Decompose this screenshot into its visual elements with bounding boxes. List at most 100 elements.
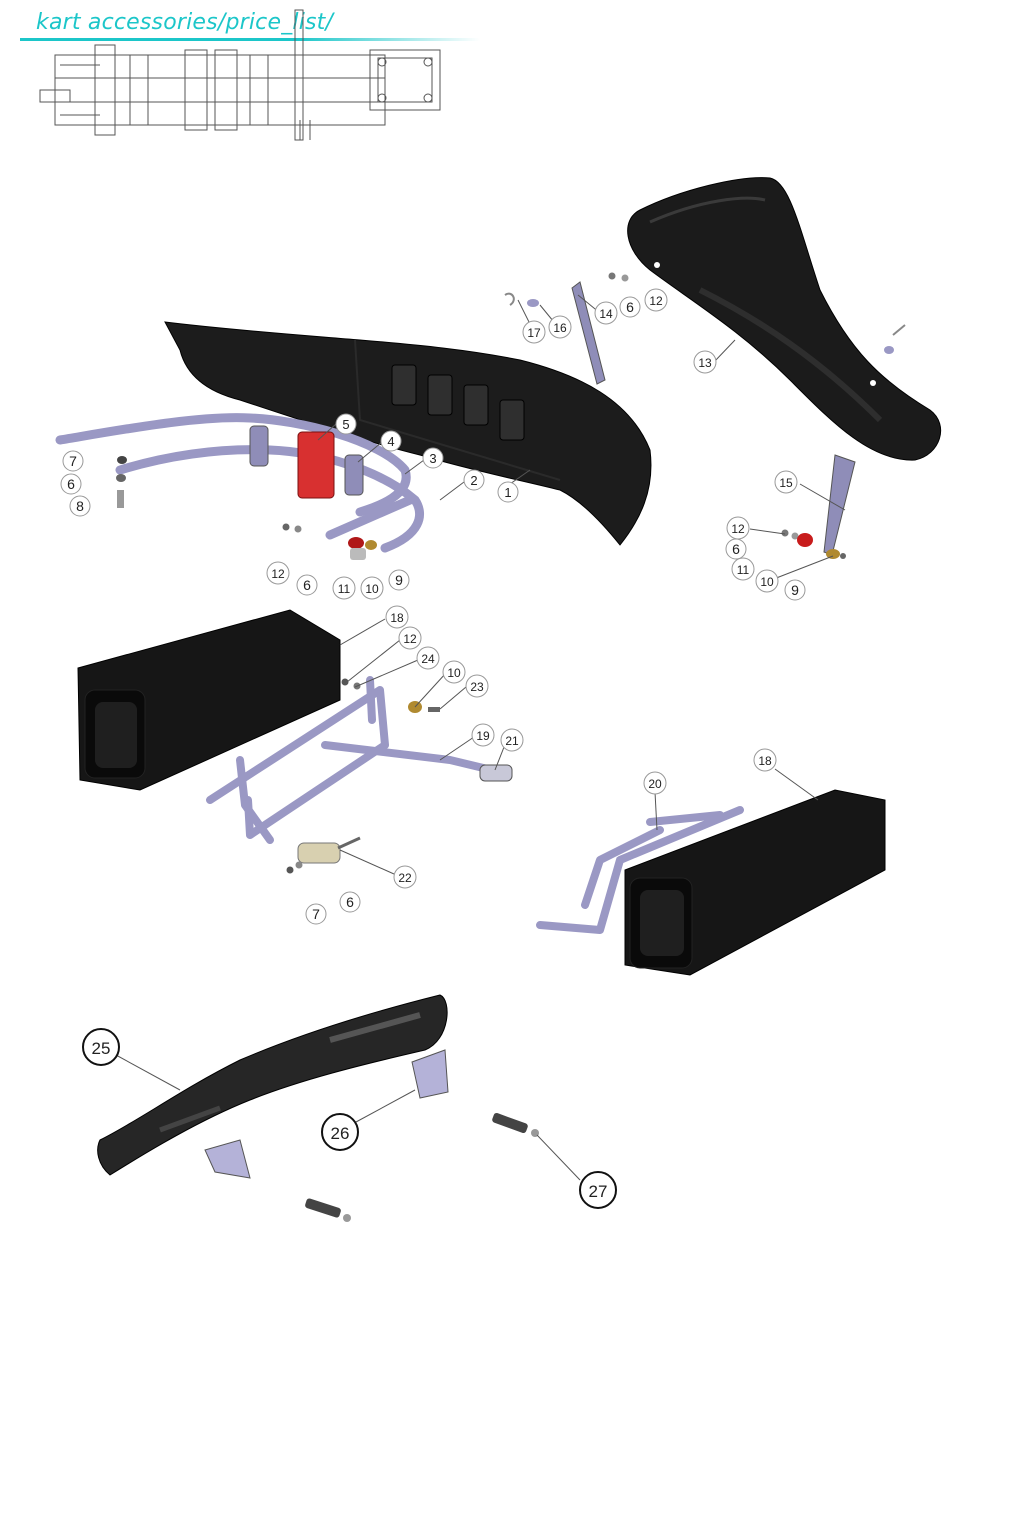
- svg-text:9: 9: [395, 572, 403, 588]
- part-5-red-clamp: [297, 431, 335, 499]
- callout-6-rear-left: 6: [339, 891, 361, 913]
- callout-10-front: 10: [360, 576, 384, 600]
- axle-schematic-drawing: [39, 9, 441, 141]
- callout-9-rear-side: 9: [784, 579, 806, 601]
- callout-14: 14: [594, 301, 618, 325]
- callout-12-rear-left: 12: [398, 626, 422, 650]
- callout-2: 2: [463, 469, 485, 491]
- svg-text:26: 26: [331, 1124, 350, 1143]
- svg-text:25: 25: [92, 1039, 111, 1058]
- svg-text:8: 8: [76, 498, 84, 514]
- svg-text:6: 6: [626, 299, 634, 315]
- svg-text:2: 2: [470, 473, 477, 488]
- callout-9-front: 9: [388, 569, 410, 591]
- small-hardware-front: [116, 456, 377, 560]
- part-1-front-spoiler: [164, 321, 652, 546]
- callout-12-rear-side: 12: [726, 516, 750, 540]
- header-underline: [20, 38, 480, 41]
- callout-6-rear-side: 6: [725, 538, 747, 560]
- callout-10-rear-left: 10: [442, 660, 466, 684]
- callout-24: 24: [416, 646, 440, 670]
- svg-text:11: 11: [737, 563, 750, 577]
- svg-text:12: 12: [271, 567, 285, 581]
- parts-14-17-bracket-set: [504, 272, 906, 385]
- svg-text:6: 6: [732, 541, 740, 557]
- part-20-rear-frame-right: [536, 806, 744, 934]
- callout-layer: 1 2 3 4 5 7 6 8 12 6 11 10 9 17 16 14 6 …: [60, 288, 806, 1209]
- svg-text:18: 18: [390, 611, 404, 625]
- callout-7-front: 7: [62, 450, 84, 472]
- callout-25: 25: [82, 1028, 120, 1066]
- callout-20: 20: [643, 771, 667, 795]
- svg-text:5: 5: [342, 417, 349, 432]
- svg-text:12: 12: [649, 294, 663, 308]
- svg-text:14: 14: [599, 307, 613, 321]
- part-26-brackets: [204, 1049, 449, 1179]
- part-27-bolts: [305, 1112, 539, 1222]
- callout-6-front: 6: [60, 473, 82, 495]
- callout-21: 21: [500, 728, 524, 752]
- callout-10-rear-side: 10: [755, 569, 779, 593]
- callout-27: 27: [579, 1171, 617, 1209]
- svg-text:10: 10: [365, 582, 379, 596]
- spoiler-slots: [391, 364, 525, 441]
- rear-left-hardware: [286, 678, 513, 874]
- callout-5: 5: [335, 413, 357, 435]
- callout-22: 22: [393, 865, 417, 889]
- svg-text:12: 12: [731, 522, 745, 536]
- svg-text:10: 10: [760, 575, 774, 589]
- svg-text:13: 13: [698, 356, 712, 370]
- callout-11-rear-side: 11: [731, 557, 755, 581]
- callout-8: 8: [69, 495, 91, 517]
- svg-text:15: 15: [779, 476, 793, 490]
- part-4-clamps: [249, 425, 364, 496]
- svg-text:7: 7: [312, 906, 320, 922]
- svg-text:7: 7: [69, 453, 77, 469]
- part-13-side-panel: [627, 177, 942, 461]
- callout-12-rear-top: 12: [644, 288, 668, 312]
- svg-text:18: 18: [758, 754, 772, 768]
- callout-18-left: 18: [385, 605, 409, 629]
- callout-11-front: 11: [332, 576, 356, 600]
- svg-text:6: 6: [67, 476, 75, 492]
- part-18-rear-foam-block-right: [624, 789, 886, 976]
- svg-text:17: 17: [527, 326, 541, 340]
- header-title: kart accessories/price_list/: [36, 10, 334, 35]
- callout-7-rear-left: 7: [305, 903, 327, 925]
- callout-3: 3: [422, 447, 444, 469]
- svg-text:16: 16: [553, 321, 567, 335]
- callout-6-front-b: 6: [296, 574, 318, 596]
- callout-15: 15: [774, 470, 798, 494]
- callout-26: 26: [321, 1113, 359, 1151]
- part-15-bracket-lower: [781, 454, 856, 559]
- callout-19: 19: [471, 723, 495, 747]
- part-25-bar: [97, 994, 448, 1176]
- svg-text:3: 3: [429, 451, 436, 466]
- svg-text:10: 10: [447, 666, 461, 680]
- svg-text:1: 1: [504, 485, 511, 500]
- svg-text:4: 4: [387, 434, 394, 449]
- callout-12-front: 12: [266, 561, 290, 585]
- callout-16: 16: [548, 315, 572, 339]
- svg-text:22: 22: [398, 871, 412, 885]
- svg-text:6: 6: [346, 894, 354, 910]
- callout-23: 23: [465, 674, 489, 698]
- callout-4: 4: [380, 430, 402, 452]
- svg-text:19: 19: [476, 729, 490, 743]
- part-18-rear-foam-block-left: [77, 609, 341, 791]
- callout-18-right: 18: [753, 748, 777, 772]
- callout-17: 17: [522, 320, 546, 344]
- svg-text:9: 9: [791, 582, 799, 598]
- svg-text:24: 24: [421, 652, 435, 666]
- svg-text:11: 11: [338, 582, 351, 596]
- svg-text:27: 27: [589, 1182, 608, 1201]
- callout-13: 13: [693, 350, 717, 374]
- svg-text:12: 12: [403, 632, 417, 646]
- callout-1: 1: [497, 481, 519, 503]
- callout-6-rear-top: 6: [619, 296, 641, 318]
- svg-text:21: 21: [505, 734, 519, 748]
- svg-text:6: 6: [303, 577, 311, 593]
- svg-text:20: 20: [648, 777, 662, 791]
